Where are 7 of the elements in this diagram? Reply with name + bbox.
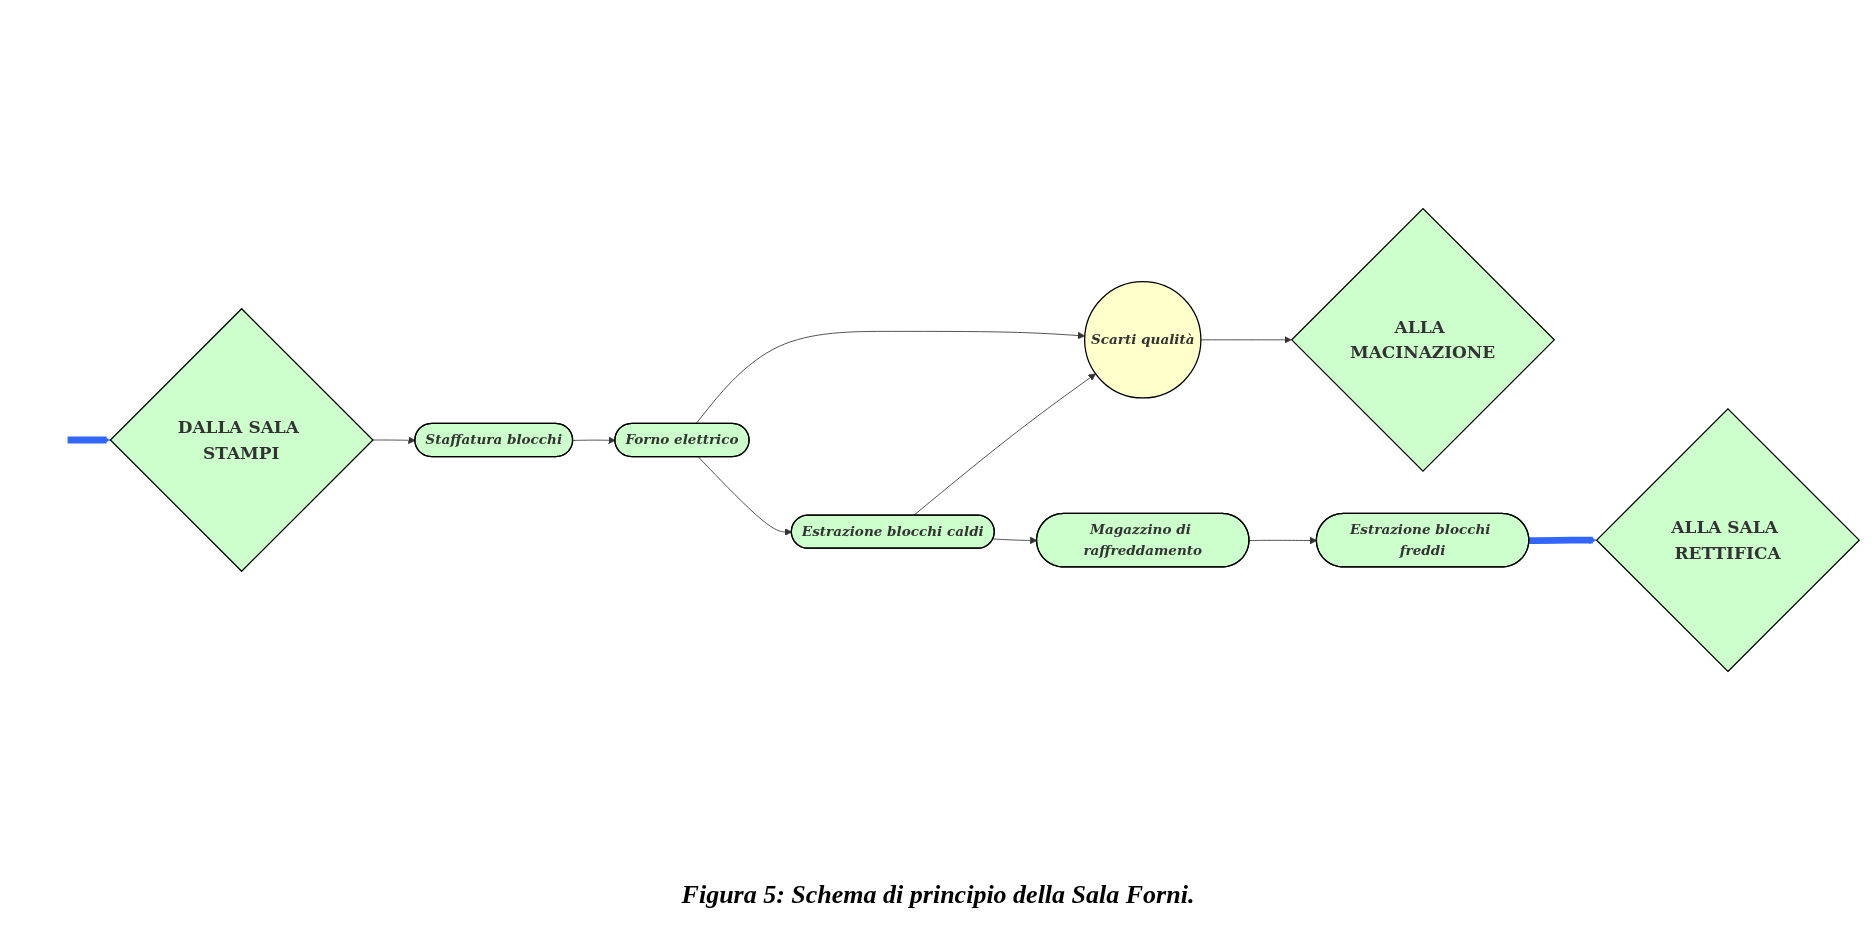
figure-caption: Figura 5: Schema di principio della Sala Forni. <box>681 880 1195 909</box>
node-diamond: DALLA SALA STAMPI <box>109 307 374 573</box>
arrow <box>67 436 111 444</box>
node-circle: Scarti qualità <box>1084 281 1202 399</box>
arrow <box>1529 536 1597 544</box>
node-diamond: ALLA MACINAZIONE <box>1290 207 1556 473</box>
node-diamond: ALLA SALA RETTIFICA <box>1595 407 1861 673</box>
